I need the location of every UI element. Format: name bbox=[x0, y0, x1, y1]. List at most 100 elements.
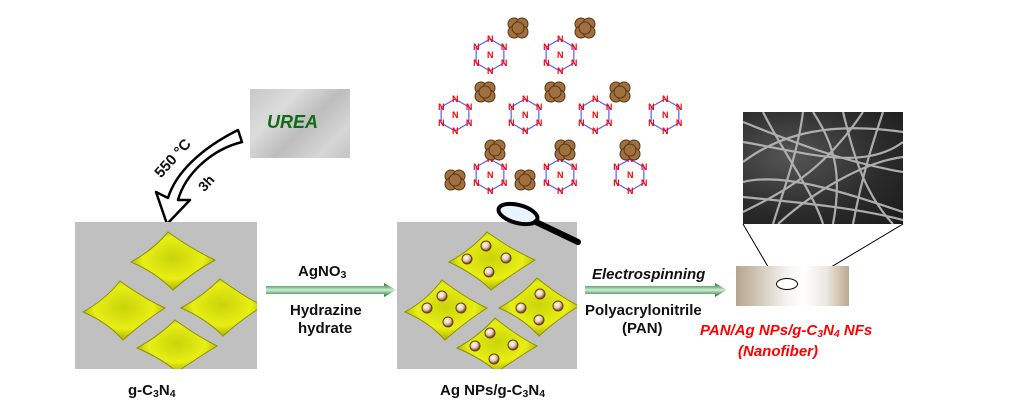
polymer-label: Polyacrylonitrile bbox=[585, 302, 702, 319]
bond bbox=[489, 62, 505, 72]
bond bbox=[580, 98, 596, 108]
nitrogen-atom: N bbox=[522, 110, 529, 120]
bond bbox=[454, 122, 470, 132]
nitrogen-atom: N bbox=[662, 126, 669, 136]
bond bbox=[559, 62, 575, 72]
bond bbox=[629, 182, 645, 192]
nitrogen-atom: N bbox=[613, 162, 620, 172]
bond bbox=[475, 38, 491, 48]
silver-nanoparticle bbox=[442, 316, 454, 328]
nitrogen-atom: N bbox=[592, 94, 599, 104]
nitrogen-atom: N bbox=[543, 162, 550, 172]
callout-ellipse bbox=[776, 278, 798, 290]
bond bbox=[440, 98, 456, 108]
nitrogen-atom: N bbox=[487, 34, 494, 44]
nitrogen-atom: N bbox=[571, 178, 578, 188]
silver-nanoparticle bbox=[552, 300, 564, 312]
gcn-panel bbox=[75, 222, 265, 373]
nanofiber-photo bbox=[736, 266, 849, 306]
nitrogen-atom: N bbox=[452, 94, 459, 104]
silver-cluster bbox=[518, 173, 532, 187]
nitrogen-atom: N bbox=[557, 186, 564, 196]
nitrogen-atom: N bbox=[648, 118, 655, 128]
nitrogen-atom: N bbox=[522, 94, 529, 104]
bond bbox=[650, 98, 666, 108]
nitrogen-atom: N bbox=[578, 102, 585, 112]
nitrogen-atom: N bbox=[606, 118, 613, 128]
silver-cluster bbox=[578, 21, 592, 35]
sheet bbox=[129, 231, 217, 291]
silver-nanoparticle bbox=[480, 240, 492, 252]
polymer-abbr-label: (PAN) bbox=[622, 320, 663, 337]
silver-cluster bbox=[488, 143, 502, 157]
nitrogen-atom: N bbox=[592, 110, 599, 120]
silver-nanoparticle bbox=[461, 253, 473, 265]
sheet bbox=[81, 280, 167, 341]
nitrogen-atom: N bbox=[501, 178, 508, 188]
bond bbox=[545, 182, 561, 192]
silver-nanoparticle bbox=[455, 302, 467, 314]
nitrogen-atom: N bbox=[662, 110, 669, 120]
silver-cluster bbox=[478, 85, 492, 99]
bond bbox=[524, 122, 540, 132]
nitrogen-atom: N bbox=[452, 110, 459, 120]
nitrogen-atom: N bbox=[578, 118, 585, 128]
bond bbox=[489, 182, 505, 192]
nitrogen-atom: N bbox=[438, 102, 445, 112]
bond bbox=[594, 98, 610, 108]
bond bbox=[545, 38, 561, 48]
silver-nanoparticle bbox=[500, 252, 512, 264]
nitrogen-atom: N bbox=[676, 102, 683, 112]
nitrogen-atom: N bbox=[543, 178, 550, 188]
bond bbox=[664, 98, 680, 108]
reaction-arrow bbox=[266, 283, 396, 297]
silver-cluster bbox=[511, 21, 525, 35]
bond bbox=[559, 38, 575, 48]
nitrogen-atom: N bbox=[487, 66, 494, 76]
nanofiber-note: (Nanofiber) bbox=[738, 343, 818, 360]
nitrogen-atom: N bbox=[487, 186, 494, 196]
bond bbox=[510, 122, 526, 132]
calcination-arrow bbox=[154, 128, 244, 226]
silver-nanoparticle bbox=[421, 302, 433, 314]
bond bbox=[510, 98, 526, 108]
hydrate-label: hydrate bbox=[298, 320, 353, 337]
nitrogen-atom: N bbox=[571, 162, 578, 172]
sem-image bbox=[743, 112, 903, 224]
silver-nanoparticle bbox=[507, 339, 519, 351]
nitrogen-atom: N bbox=[648, 102, 655, 112]
electrospinning-label: Electrospinning bbox=[592, 266, 706, 283]
fiber-network bbox=[743, 112, 903, 224]
silver-nanoparticle bbox=[436, 290, 448, 302]
nitrogen-atom: N bbox=[473, 58, 480, 68]
bond bbox=[629, 158, 645, 168]
nitrogen-atom: N bbox=[676, 118, 683, 128]
nitrogen-atom: N bbox=[543, 58, 550, 68]
nitrogen-atom: N bbox=[641, 162, 648, 172]
nitrogen-atom: N bbox=[613, 178, 620, 188]
nitrogen-atom: N bbox=[508, 118, 515, 128]
silver-nanoparticle bbox=[469, 340, 481, 352]
sheet bbox=[179, 278, 265, 337]
agnp-label: Ag NPs/g-C3N4 bbox=[440, 382, 546, 400]
reagent-label: AgNO3 bbox=[298, 263, 347, 281]
bond bbox=[440, 122, 456, 132]
nitrogen-atom: N bbox=[592, 126, 599, 136]
silver-nanoparticle bbox=[483, 266, 495, 278]
bond bbox=[615, 182, 631, 192]
silver-nanoparticle bbox=[488, 353, 500, 365]
product-label: PAN/Ag NPs/g-C3N4 NFs bbox=[700, 322, 873, 340]
nitrogen-atom: N bbox=[452, 126, 459, 136]
silver-nanoparticle bbox=[484, 327, 496, 339]
nitrogen-atom: N bbox=[627, 170, 634, 180]
silver-cluster bbox=[448, 173, 462, 187]
bond bbox=[615, 158, 631, 168]
bond bbox=[475, 158, 491, 168]
nitrogen-atom: N bbox=[466, 118, 473, 128]
magnifier-icon bbox=[496, 201, 581, 245]
nitrogen-atom: N bbox=[557, 170, 564, 180]
nitrogen-atom: N bbox=[466, 102, 473, 112]
sheet bbox=[135, 319, 219, 373]
nitrogen-atom: N bbox=[606, 102, 613, 112]
bond bbox=[524, 98, 540, 108]
